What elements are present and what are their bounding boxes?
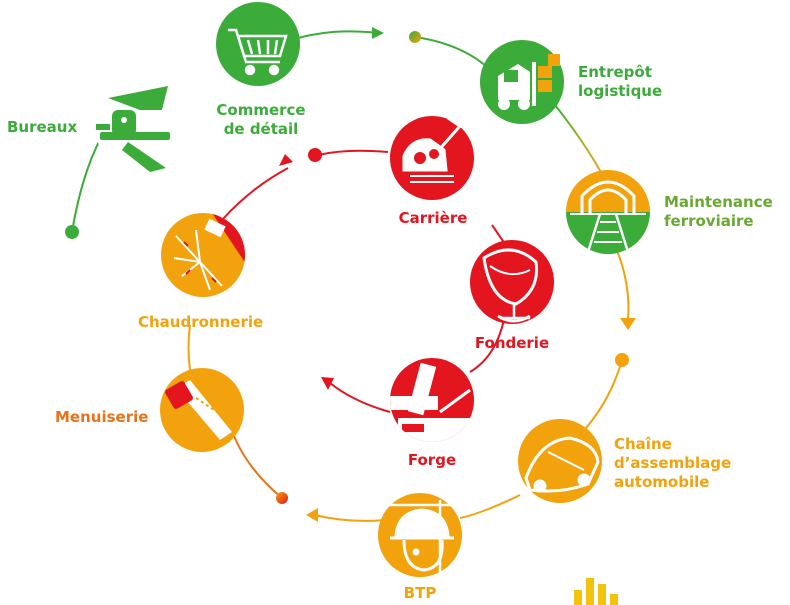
connector-btp-left — [314, 514, 386, 522]
dot-red-top — [308, 148, 322, 162]
arrow-head-red-top — [279, 154, 293, 166]
label-fonderie: Fonderie — [474, 334, 550, 352]
hand-saw-icon — [165, 380, 239, 440]
label-menuiserie: Menuiserie — [55, 408, 149, 426]
node-carriere — [390, 116, 474, 200]
hard-hat-worker-icon — [386, 500, 460, 576]
office-worker-icon — [96, 86, 170, 172]
node-fonderie — [470, 240, 554, 324]
connector-bottom — [459, 494, 521, 519]
dot-menuiserie — [276, 492, 288, 504]
node-maintenance — [566, 170, 650, 254]
node-forge — [390, 358, 474, 442]
grinder-sparks-icon — [173, 218, 226, 291]
arrow-head-right — [620, 318, 636, 330]
label-entrepot: Entrepôt logistique — [578, 63, 663, 100]
forklift-icon — [498, 54, 560, 110]
connector-forge-left — [329, 382, 391, 413]
node-chaudronnerie — [161, 213, 245, 297]
forge-hammer-icon — [390, 362, 472, 442]
node-commerce — [216, 2, 300, 86]
arrow-head-forge — [321, 377, 334, 390]
molten-metal-icon — [482, 248, 539, 323]
shopping-cart-icon — [228, 28, 288, 76]
arrow-head-top — [372, 27, 384, 39]
dot-entrepot — [409, 31, 421, 43]
node-menuiserie — [160, 368, 244, 452]
connector-left-mid — [187, 324, 191, 371]
railway-tunnel-icon — [570, 180, 646, 253]
label-btp: BTP — [403, 584, 437, 602]
label-commerce: Commerce de détail — [216, 101, 306, 138]
node-chaine — [518, 419, 602, 503]
label-forge: Forge — [407, 451, 457, 469]
label-carriere: Carrière — [398, 209, 468, 227]
label-maintenance: Maintenance ferroviaire — [664, 193, 773, 230]
connector-right-outer — [554, 104, 606, 181]
node-btp — [378, 493, 462, 577]
brand-logo-bars-icon — [574, 578, 618, 605]
connector-red-top — [317, 149, 389, 156]
excavator-bucket-icon — [402, 116, 463, 183]
car-icon — [524, 436, 600, 493]
arrow-head-bottom — [306, 508, 318, 522]
node-entrepot — [480, 40, 564, 124]
connector-menuiserie — [231, 429, 283, 499]
label-bureaux: Bureaux — [7, 118, 78, 136]
connector-entrepot-top — [414, 36, 491, 71]
node-bureaux — [96, 86, 180, 172]
connector-chaudron-top — [221, 167, 289, 221]
label-chaine: Chaîne d’assemblage automobile — [614, 435, 732, 491]
dot-start-green — [65, 225, 79, 239]
label-chaudronnerie: Chaudronnerie — [138, 313, 264, 331]
dot-right — [615, 353, 629, 367]
